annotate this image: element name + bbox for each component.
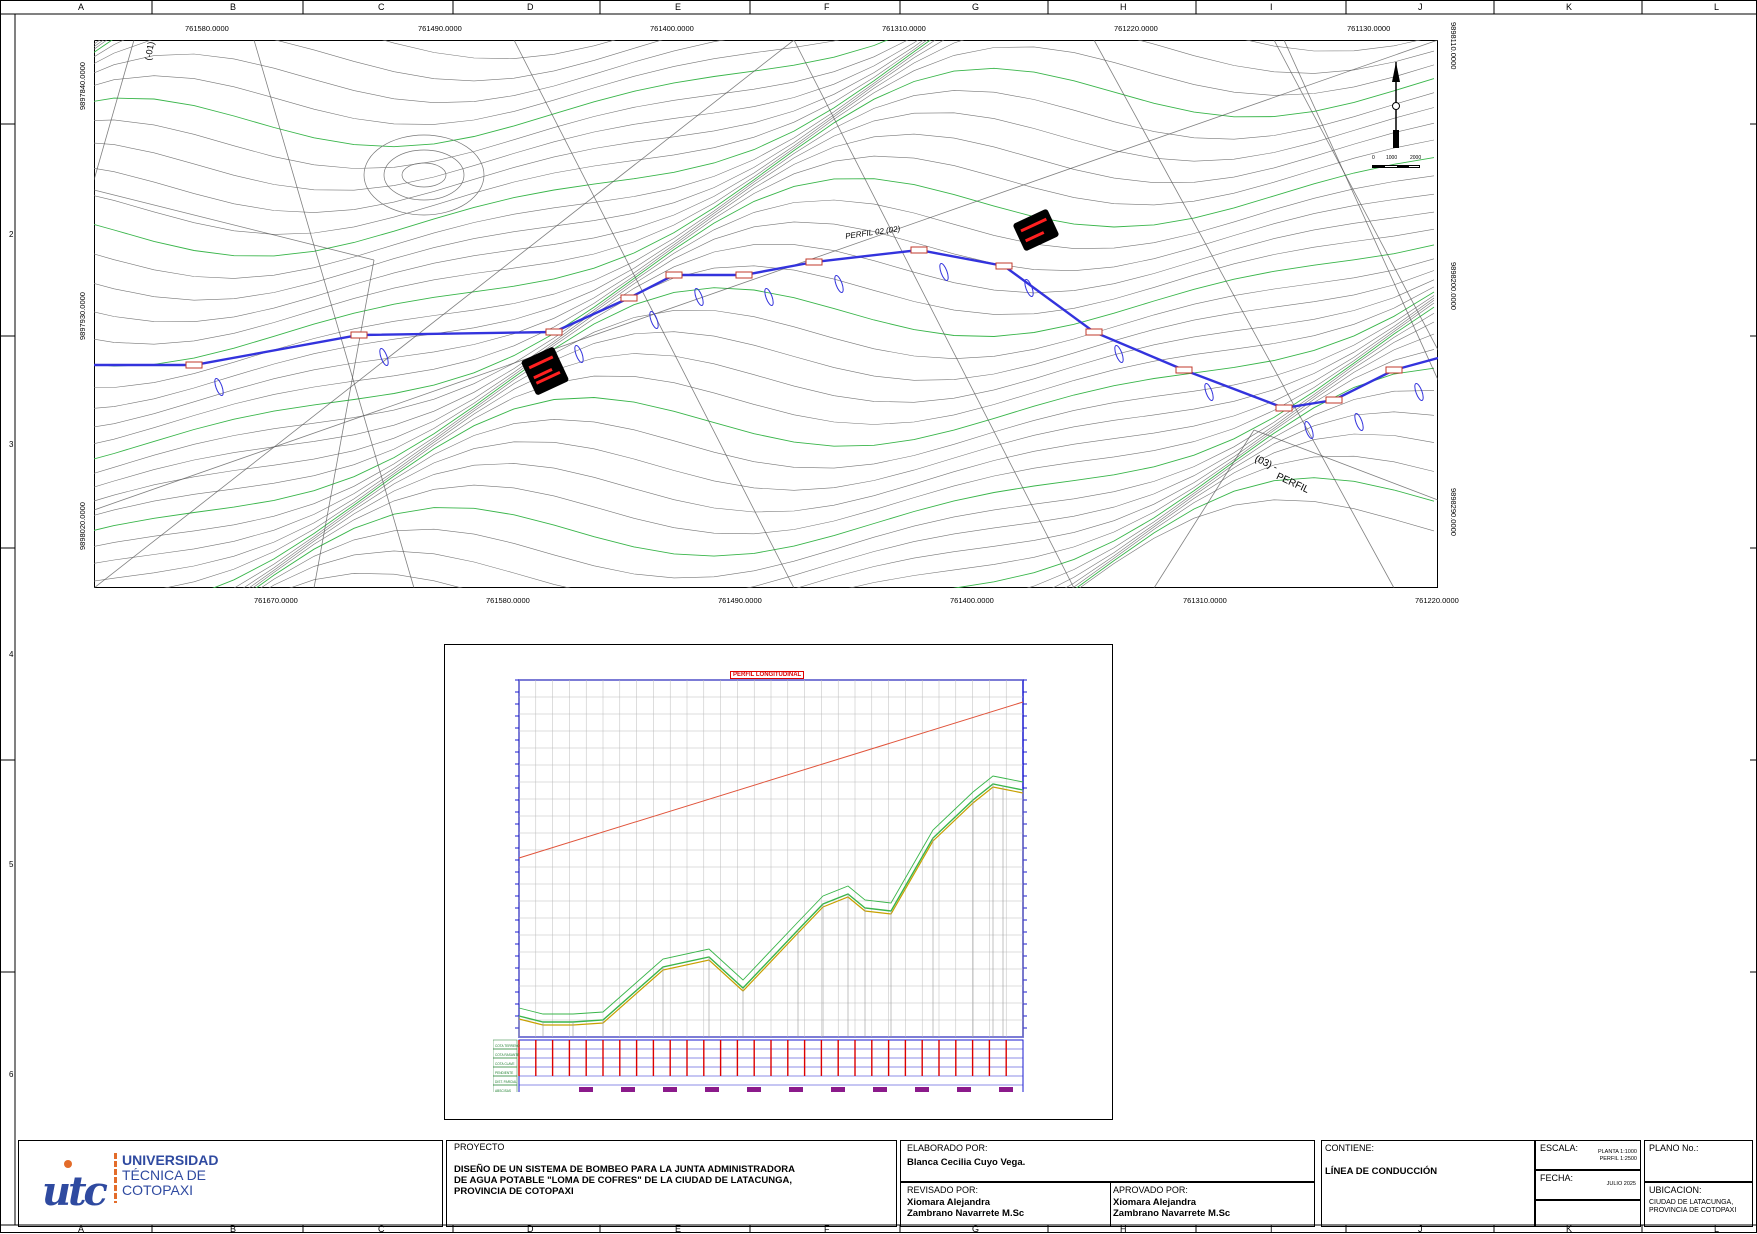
revisado-name: Xiomara Alejandra Zambrano Navarrete M.S…: [907, 1197, 1025, 1219]
frame-column-letter: K: [1566, 1224, 1573, 1234]
plan-right-coordinate: 9898290.0000: [1449, 488, 1458, 536]
profile-row-label: DIST. PARCIAL: [495, 1080, 517, 1084]
contiene-text: LÍNEA DE CONDUCCIÓN: [1325, 1166, 1438, 1177]
frame-column-letter: H: [1120, 1224, 1127, 1234]
contiene-label: CONTIENE:: [1325, 1143, 1375, 1153]
frame-column-letter: A: [78, 2, 85, 12]
elaborado-label: ELABORADO POR:: [907, 1143, 988, 1153]
plan-right-coordinate: 9898110.0000: [1449, 22, 1458, 70]
plano-label: PLANO No.:: [1649, 1143, 1699, 1153]
profile-row-label: COTA TERRENO: [495, 1044, 520, 1048]
plan-bottom-coordinate: 761670.0000: [254, 596, 298, 605]
frame-row-number: 5: [9, 860, 14, 869]
frame-column-letter: G: [972, 2, 980, 12]
titleblock-aprobado: [1110, 1182, 1315, 1227]
frame-column-letter: K: [1566, 2, 1573, 12]
plan-top-coordinate: 761220.0000: [1114, 24, 1158, 33]
plan-bottom-coordinate: 761310.0000: [1183, 596, 1227, 605]
profile-row-label: COTA RASANTE: [495, 1053, 519, 1057]
frame-row-number: 2: [9, 230, 14, 239]
frame-column-letter: C: [378, 1224, 385, 1234]
frame-column-letter: E: [675, 1224, 682, 1234]
north-arrow-icon: [1392, 62, 1400, 148]
plan-drawing: [94, 40, 1438, 588]
plan-bottom-coordinate: 761220.0000: [1415, 596, 1459, 605]
profile-title: PERFIL LONGITUDINAL: [730, 671, 805, 679]
university-name: UNIVERSIDAD TÉCNICA DE COTOPAXI: [122, 1152, 219, 1198]
elaborado-name: Blanca Cecilia Cuyo Vega.: [907, 1157, 1026, 1168]
frame-column-letter: D: [527, 1224, 534, 1234]
plan-top-coordinate: 761310.0000: [882, 24, 926, 33]
titleblock-ubicacion: [1644, 1182, 1753, 1227]
ubicacion-label: UBICACION:: [1649, 1185, 1702, 1195]
escala-values: PLANTA 1:1000 PERFIL 1:2500: [1597, 1149, 1637, 1162]
titleblock-elaborado: [900, 1140, 1315, 1182]
titleblock-plano: [1644, 1140, 1753, 1182]
revisado-label: REVISADO POR:: [907, 1185, 979, 1195]
logo-divider: [114, 1153, 117, 1203]
aprobado-name: Xiomara Alejandra Zambrano Navarrete M.S…: [1113, 1197, 1231, 1219]
profile-row-label: PENDIENTE: [495, 1071, 513, 1075]
frame-column-letter: G: [972, 1224, 980, 1234]
frame-column-letter: J: [1418, 1224, 1423, 1234]
frame-column-letter: B: [230, 1224, 237, 1234]
frame-column-letter: H: [1120, 2, 1127, 12]
utc-logo-icon: utc: [42, 1160, 112, 1218]
ubicacion-text: CIUDAD DE LATACUNGA, PROVINCIA DE COTOPA…: [1649, 1199, 1737, 1214]
titleblock-proyecto: [446, 1140, 897, 1227]
profile-row-label: COTA CLAVE: [495, 1062, 515, 1066]
titleblock-logo: [18, 1140, 443, 1227]
proyecto-label: PROYECTO: [454, 1142, 505, 1152]
titleblock-contiene: [1321, 1140, 1535, 1227]
profile-sheet: [444, 644, 1113, 1120]
titleblock-blank: [1535, 1200, 1641, 1227]
frame-column-letter: D: [527, 2, 534, 12]
titleblock-escala: [1535, 1140, 1641, 1170]
aprobado-label: APROVADO POR:: [1113, 1185, 1188, 1195]
plan-top-coordinate: 761490.0000: [418, 24, 462, 33]
plan-bottom-coordinate: 761400.0000: [950, 596, 994, 605]
frame-column-letter: B: [230, 2, 237, 12]
frame-row-number: 4: [9, 650, 14, 659]
plan-left-coordinate: 9897930.0000: [78, 292, 87, 340]
escala-label: ESCALA:: [1540, 1143, 1579, 1153]
scale-bar: 0 1000 2000: [1372, 155, 1421, 169]
fecha-label: FECHA:: [1540, 1173, 1574, 1183]
plan-bottom-coordinate: 761580.0000: [486, 596, 530, 605]
frame-column-letter: C: [378, 2, 385, 12]
profile-chart: COTA TERRENO COTA RASANTE COTA CLAVE PENDIE…: [493, 679, 1027, 1092]
frame-column-letter: F: [824, 2, 830, 12]
plan-left-coordinate: 9898020.0000: [78, 502, 87, 550]
plan-top-coordinate: 761400.0000: [650, 24, 694, 33]
frame-column-letter: I: [1270, 2, 1273, 12]
frame-column-letter: E: [675, 2, 682, 12]
plan-right-coordinate: 9898200.0000: [1449, 262, 1458, 310]
frame-column-letter: L: [1714, 2, 1720, 12]
frame-column-letter: A: [78, 1224, 85, 1234]
profile-row-label: ABSCISAS: [495, 1089, 511, 1092]
frame-row-number: 3: [9, 440, 14, 449]
frame-column-letter: L: [1714, 1224, 1720, 1234]
plan-left-coordinate: 9897840.0000: [78, 62, 87, 110]
plan-bottom-coordinate: 761490.0000: [718, 596, 762, 605]
titleblock-fecha: [1535, 1170, 1641, 1200]
frame-column-letter: J: [1418, 2, 1423, 12]
frame-column-letter: I: [1270, 1224, 1273, 1234]
fecha-value: JULIO 2025: [1606, 1181, 1636, 1187]
frame-row-number: 6: [9, 1070, 14, 1079]
plan-top-coordinate: 761130.0000: [1347, 24, 1391, 33]
plan-top-coordinate: 761580.0000: [185, 24, 229, 33]
plan-view: [94, 40, 1438, 588]
proyecto-text: DISEÑO DE UN SISTEMA DE BOMBEO PARA LA J…: [454, 1164, 795, 1197]
frame-column-letter: F: [824, 1224, 830, 1234]
